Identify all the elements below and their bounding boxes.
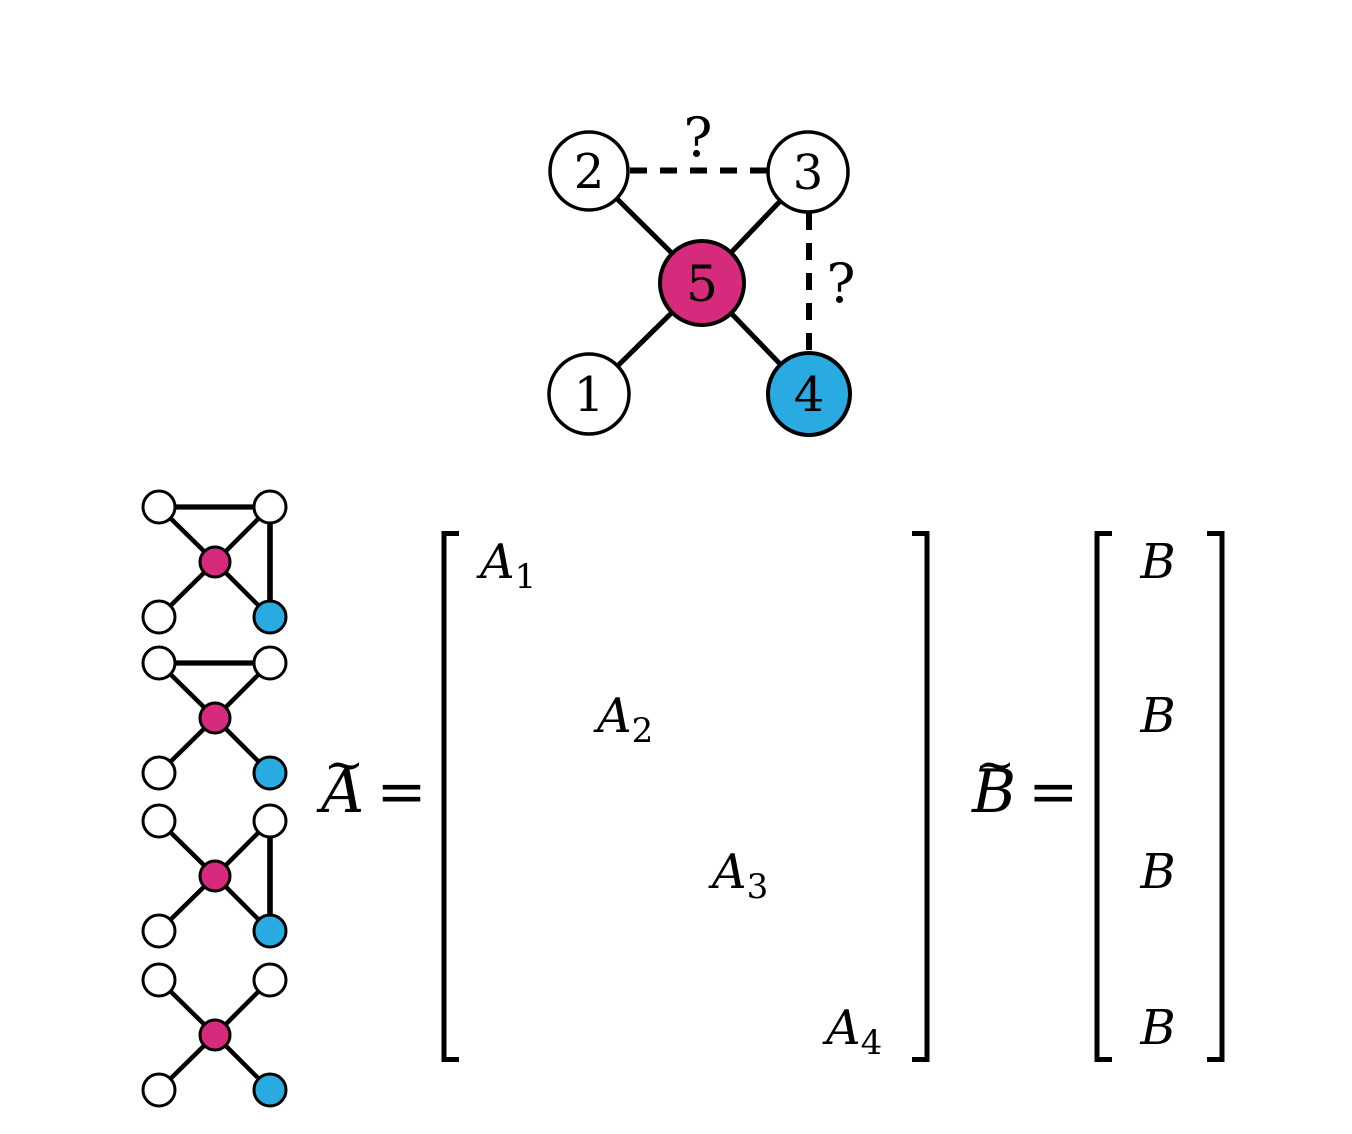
variant3-node-2 bbox=[141, 803, 177, 839]
equation-a-tilde: ~ A= bbox=[316, 737, 427, 827]
variant3-node-3 bbox=[252, 803, 288, 839]
variant2-node-4 bbox=[252, 755, 288, 791]
node-2 bbox=[548, 130, 630, 212]
matrix-a-left-bracket bbox=[441, 531, 459, 1062]
vector-b-left-bracket bbox=[1094, 531, 1112, 1062]
node-4 bbox=[766, 351, 852, 437]
vector-b-tilde: B B B B bbox=[1094, 531, 1225, 1062]
a1-base: A bbox=[476, 534, 515, 590]
matrix-entry-a3: A3 bbox=[708, 844, 768, 907]
variant3-node-1 bbox=[141, 913, 177, 949]
node-1 bbox=[547, 352, 631, 436]
matrix-entry-a4: A4 bbox=[822, 1000, 882, 1063]
node-4-label: 4 bbox=[794, 367, 825, 423]
node-5-label: 5 bbox=[686, 255, 718, 313]
variant2-node-5 bbox=[198, 701, 232, 735]
matrix-a-tilde: A1 A2 A3 A4 bbox=[441, 531, 930, 1063]
b-equals-sign: = bbox=[1028, 757, 1078, 827]
b-tilde-symbol-equals: B= bbox=[971, 757, 1078, 827]
variant2-node-1 bbox=[141, 755, 177, 791]
main-graph-nodes bbox=[547, 130, 852, 437]
variant2-node-3 bbox=[252, 645, 288, 681]
variant-graph-3 bbox=[141, 803, 288, 949]
b-symbol: B bbox=[971, 757, 1016, 827]
vector-entry-b3: B bbox=[1139, 844, 1175, 900]
variant4-node-3 bbox=[252, 962, 288, 998]
node-2-label: 2 bbox=[574, 144, 605, 200]
variant-graph-1 bbox=[141, 489, 288, 635]
variant4-node-4 bbox=[252, 1072, 288, 1108]
a2-base: A bbox=[593, 688, 632, 744]
a1-subscript: 1 bbox=[515, 557, 537, 597]
variant-graph-2 bbox=[141, 645, 288, 791]
a-equals-sign: = bbox=[376, 757, 426, 827]
node-5 bbox=[658, 239, 746, 327]
a4-subscript: 4 bbox=[861, 1023, 883, 1063]
b-tilde-accent: ~ bbox=[975, 737, 1015, 793]
vector-entry-b4: B bbox=[1139, 1000, 1175, 1056]
main-graph-labels: 2 3 1 4 5 ? ? bbox=[574, 106, 856, 423]
node-3-label: 3 bbox=[793, 145, 824, 201]
a2-subscript: 2 bbox=[632, 711, 654, 751]
question-mark-2-3: ? bbox=[684, 106, 713, 169]
variant1-node-4 bbox=[252, 599, 288, 635]
vector-entry-b1: B bbox=[1139, 534, 1175, 590]
a-tilde-symbol-equals: A= bbox=[316, 757, 427, 827]
variant4-node-5 bbox=[198, 1018, 232, 1052]
variant3-node-4 bbox=[252, 913, 288, 949]
variant1-node-3 bbox=[252, 489, 288, 525]
variant3-node-5 bbox=[198, 859, 232, 893]
vector-b-right-bracket bbox=[1207, 531, 1225, 1062]
graph-variants bbox=[141, 489, 288, 1108]
matrix-a-right-bracket bbox=[912, 531, 930, 1062]
a3-subscript: 3 bbox=[747, 867, 769, 907]
variant1-node-2 bbox=[141, 489, 177, 525]
vector-entry-b2: B bbox=[1139, 688, 1175, 744]
a-symbol: A bbox=[316, 757, 364, 827]
variant1-node-5 bbox=[198, 545, 232, 579]
a-tilde-accent: ~ bbox=[324, 737, 364, 793]
variant-graph-4 bbox=[141, 962, 288, 1108]
equation-b-tilde: ~ B= bbox=[971, 737, 1078, 827]
variant4-node-2 bbox=[141, 962, 177, 998]
a4-base: A bbox=[822, 1000, 861, 1056]
variant4-node-1 bbox=[141, 1072, 177, 1108]
question-mark-3-4: ? bbox=[827, 252, 856, 315]
main-graph: 2 3 1 4 5 ? ? bbox=[547, 106, 856, 437]
node-1-label: 1 bbox=[574, 367, 605, 423]
variant2-node-2 bbox=[141, 645, 177, 681]
variant1-node-1 bbox=[141, 599, 177, 635]
a3-base: A bbox=[708, 844, 747, 900]
node-3 bbox=[766, 130, 850, 214]
matrix-entry-a2: A2 bbox=[593, 688, 653, 751]
matrix-entry-a1: A1 bbox=[476, 534, 536, 597]
